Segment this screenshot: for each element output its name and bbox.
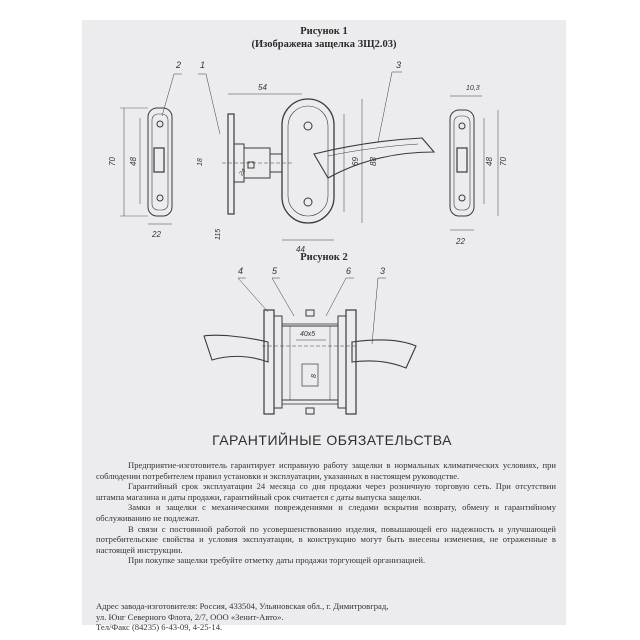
callout-4: 4 — [238, 266, 243, 276]
callout-1: 1 — [200, 60, 205, 70]
instruction-sheet: Рисунок 1 (Изображена защелка ЗЩ2.03) 70… — [82, 20, 566, 632]
address-line: ул. Юнг Северного Флота, 2/7, ООО «Зенит… — [96, 611, 284, 622]
dim-24: 24 — [238, 168, 248, 178]
dim-48-right: 48 — [485, 157, 494, 166]
manufacturer-address: Адрес завода-изготовителя: Россия, 43350… — [96, 601, 556, 633]
callout-3: 3 — [396, 60, 401, 70]
dim-69: 69 — [351, 157, 360, 166]
dim-18: 18 — [197, 158, 204, 166]
guarantee-paragraph: При покупке защелки требуйте отметку дат… — [128, 555, 426, 566]
dim-88: 88 — [369, 157, 378, 166]
guarantee-paragraph: В связи с постоянной работой по усоверше… — [96, 523, 556, 555]
dim-54: 54 — [258, 83, 267, 92]
dim-70-right: 70 — [499, 157, 508, 166]
rosette-handle-front — [281, 98, 436, 224]
figure2-drawing: 40х5 8 4 5 6 3 — [82, 264, 566, 432]
dim-44: 44 — [296, 245, 305, 254]
figure1-title: Рисунок 1 — [300, 26, 348, 37]
guarantee-heading: ГАРАНТИЙНЫЕ ОБЯЗАТЕЛЬСТВА — [212, 432, 452, 448]
figure1-drawing: 70 48 22 2 1 18 24 115 — [82, 54, 566, 254]
dim-10-3: 10,3 — [466, 85, 480, 92]
callout-2: 2 — [175, 60, 181, 70]
dim-square-8: 8 — [311, 374, 318, 378]
address-line: Адрес завода-изготовителя: Россия, 43350… — [96, 601, 389, 611]
dim-48-left: 48 — [129, 157, 138, 166]
dim-70-left: 70 — [108, 157, 117, 166]
dim-22-right: 22 — [455, 237, 465, 246]
address-line: Тел/Факс (84235) 6-43-09, 4-25-14. — [96, 622, 223, 633]
callout-5: 5 — [272, 266, 278, 276]
guarantee-paragraph: Замки и защелки с механическими поврежде… — [96, 502, 556, 523]
callout-6: 6 — [346, 266, 351, 276]
dim-115: 115 — [215, 229, 222, 240]
guarantee-text: Предприятие-изготовитель гарантирует исп… — [96, 460, 556, 566]
callout-3-fig2: 3 — [380, 266, 385, 276]
dim-22-left: 22 — [151, 230, 161, 239]
figure2-title: Рисунок 2 — [300, 252, 348, 263]
faceplate-right — [449, 109, 475, 217]
guarantee-paragraph: Гарантийный срок эксплуатации 24 месяца … — [96, 481, 556, 502]
dim-bolt-40x5: 40х5 — [300, 331, 315, 338]
latch-side-view — [222, 113, 294, 215]
guarantee-paragraph: Предприятие-изготовитель гарантирует исп… — [96, 460, 556, 481]
latch-assembly-top-view — [203, 309, 417, 415]
figure1-subtitle: (Изображена защелка ЗЩ2.03) — [251, 39, 397, 50]
faceplate-left — [147, 107, 173, 217]
